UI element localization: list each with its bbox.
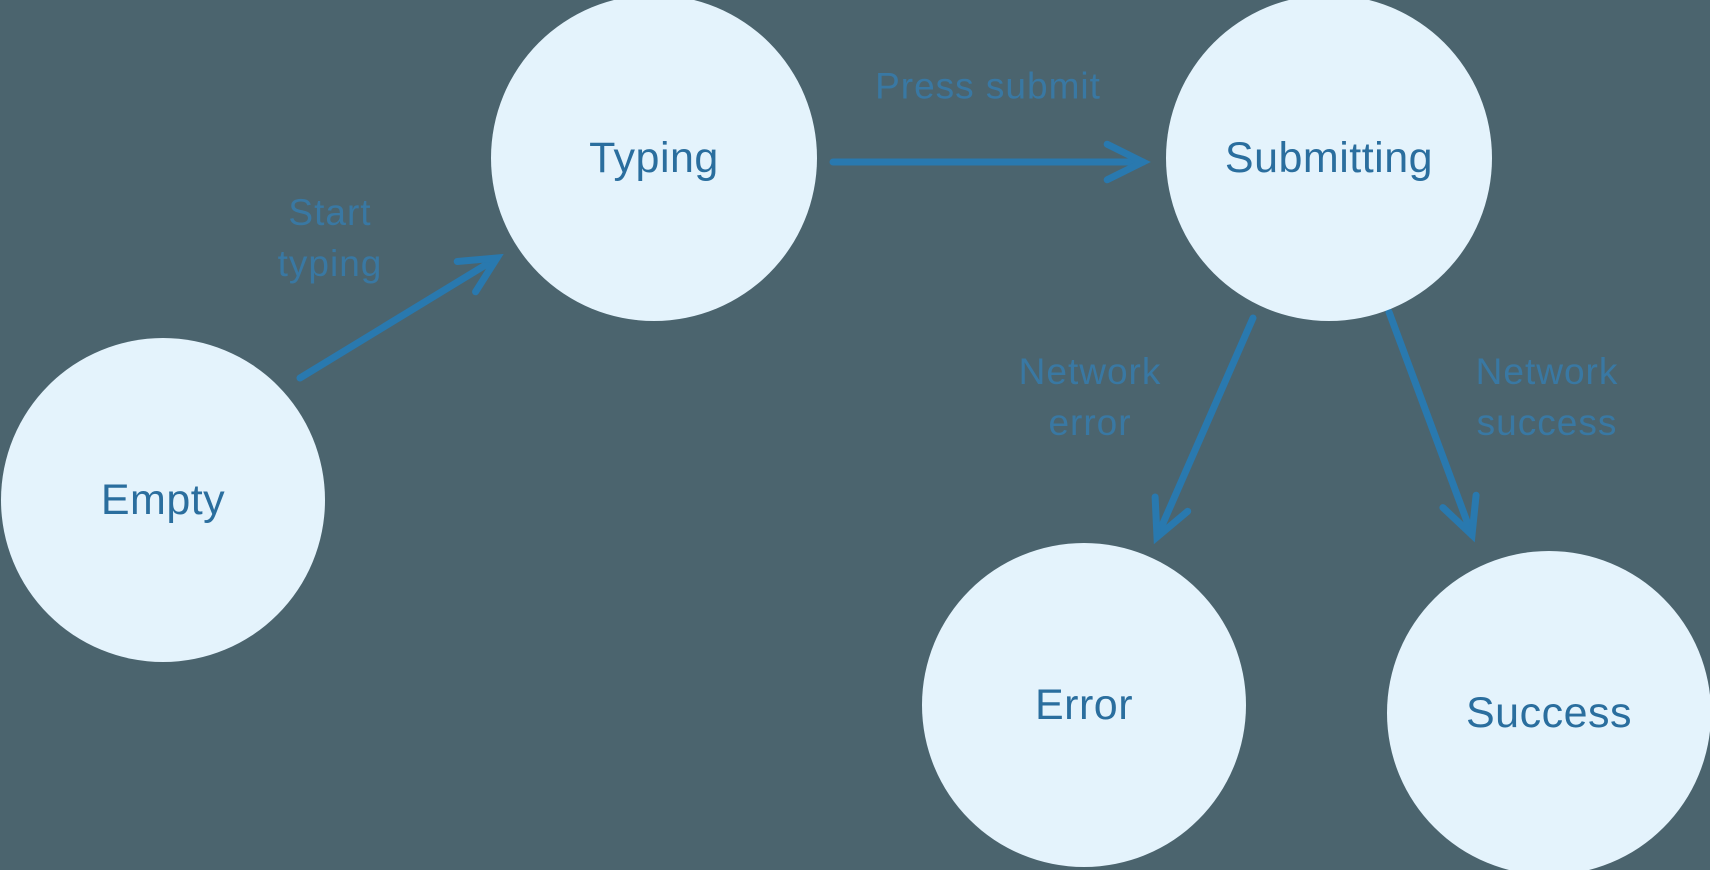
state-node-typing [491,0,817,321]
transition-label-network-success-line1: Network [1476,351,1619,392]
state-label-submitting: Submitting [1225,134,1433,182]
state-label-typing: Typing [589,134,719,182]
transition-label-network-success-line2: success [1477,402,1618,443]
state-label-empty: Empty [101,476,225,524]
state-node-submitting [1166,0,1492,321]
arrowhead-network-success [1439,491,1480,543]
transition-arrow-start-typing [296,254,501,382]
state-node-error [922,543,1246,867]
arrowhead-press-submit [1103,140,1151,184]
transition-label-start-typing-line2: typing [278,243,383,284]
transition-label-start-typing-line1: Start [288,192,371,233]
arrowhead-start-typing [453,253,504,296]
state-node-success [1387,551,1710,870]
transition-arrow-network-success [1385,308,1476,539]
transition-arrow-network-error [1153,314,1257,541]
transition-label-network-error-line2: error [1048,402,1131,443]
state-node-empty [1,338,325,662]
state-label-error: Error [1035,681,1133,729]
transition-label-network-error-line1: Network [1019,351,1162,392]
state-label-success: Success [1466,689,1632,737]
transition-label-press-submit-line1: Press submit [875,66,1101,107]
arrowhead-network-error [1151,493,1192,545]
